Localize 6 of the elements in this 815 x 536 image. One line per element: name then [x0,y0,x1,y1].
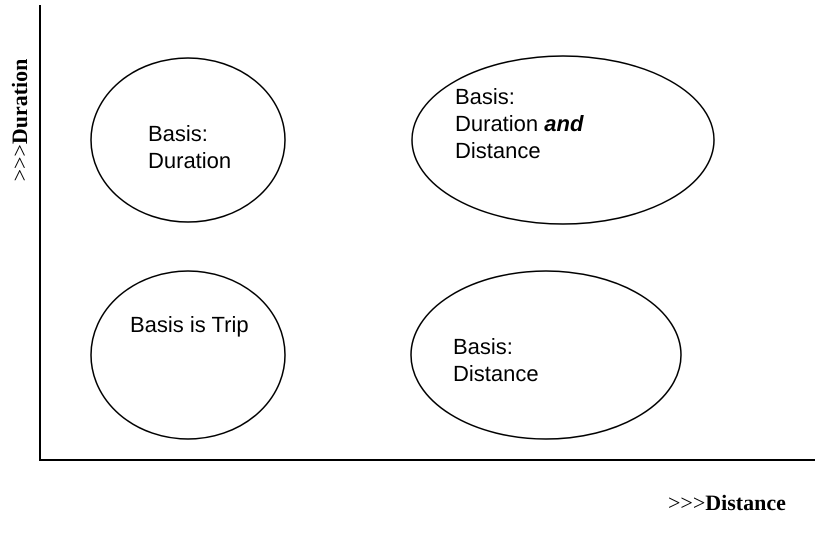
node-label: Basis: Distance [453,333,540,387]
node-label: Basis: Duration [148,120,232,174]
node-label: Basis: Duration and Distance [455,83,585,164]
axis-label: >>>Distance [668,490,786,516]
node-label: Basis is Trip [130,311,249,338]
axis-label: >>>Duration [7,58,33,182]
